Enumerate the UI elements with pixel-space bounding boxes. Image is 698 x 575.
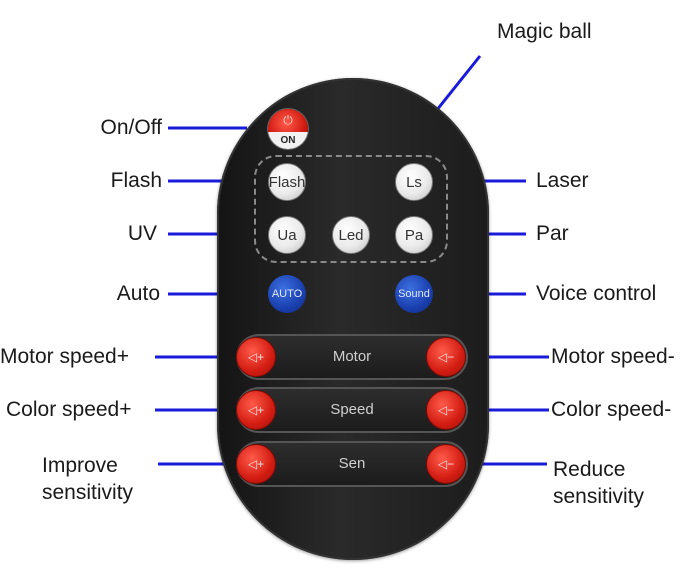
motor-speed-plus-label: Motor speed+ [0, 345, 129, 368]
on-off-label: On/Off [100, 116, 162, 139]
uv-label: UV [127, 222, 157, 245]
auto-button[interactable]: AUTO [268, 275, 306, 313]
motor-speed-plus-button[interactable]: ◁+ [236, 337, 276, 377]
speed-bar-label: Speed [330, 401, 374, 418]
auto-label: Auto [116, 282, 160, 305]
improve-sensitivity-button[interactable]: ◁+ [236, 444, 276, 484]
magic-ball-label: Magic ball [497, 20, 592, 43]
par-label: Par [536, 222, 569, 245]
sen-bar-label: Sen [338, 455, 366, 472]
power-icon: ⏻ [268, 109, 308, 133]
motor-bar-label: Motor [332, 348, 372, 365]
color-speed-minus-label: Color speed- [551, 398, 672, 421]
sound-button[interactable]: Sound [395, 275, 433, 313]
par-button[interactable]: Pa [395, 216, 433, 254]
motor-speed-minus-label: Motor speed- [551, 345, 675, 368]
power-label: ON [268, 132, 308, 149]
improve-sensitivity-label: Improve sensitivity [42, 454, 134, 504]
remote-body [217, 78, 489, 560]
reduce-sensitivity-button[interactable]: ◁− [426, 444, 466, 484]
flash-button[interactable]: Flash [268, 163, 306, 201]
color-speed-minus-button[interactable]: ◁− [426, 390, 466, 430]
flash-label: Flash [110, 169, 162, 192]
magic-ball-button[interactable]: Led [332, 216, 370, 254]
uv-button[interactable]: Ua [268, 216, 306, 254]
laser-label: Laser [536, 169, 589, 192]
color-speed-plus-label: Color speed+ [6, 398, 132, 421]
voice-control-label: Voice control [536, 282, 657, 305]
laser-button[interactable]: Ls [395, 163, 433, 201]
light-mode-group [254, 155, 448, 263]
color-speed-plus-button[interactable]: ◁+ [236, 390, 276, 430]
power-button[interactable]: ⏻ ON [267, 108, 309, 150]
motor-speed-minus-button[interactable]: ◁− [426, 337, 466, 377]
reduce-sensitivity-label: Reduce sensitivity [553, 458, 645, 508]
